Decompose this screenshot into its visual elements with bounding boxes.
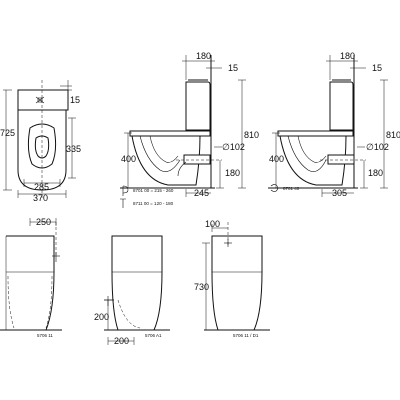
top-view-total-width-dim: 370	[33, 193, 48, 203]
side1-outlet-dia-dim: ∅102	[222, 142, 245, 152]
trap-path-inner	[149, 135, 179, 163]
trap-path-inner	[297, 135, 327, 163]
top-view-depth-dim: 725	[0, 128, 15, 138]
cistern-outline	[329, 81, 354, 131]
top-view-top-dim: 15	[70, 95, 80, 105]
side2-seat-height-dim: 400	[269, 154, 284, 164]
bv1-code: 5706 11	[37, 333, 53, 338]
side1-height-dim: 810	[244, 130, 259, 140]
side2-height-dim: 810	[386, 130, 400, 140]
side1-seat-height-dim: 400	[121, 154, 136, 164]
top-view-seat-dim: 335	[66, 144, 81, 154]
note-icon-1	[122, 185, 129, 196]
crosshair-icon	[224, 239, 232, 247]
top-view-inner-width-dim: 285	[34, 182, 49, 192]
bv3-height-dim: 730	[194, 282, 209, 292]
seat-outline	[129, 130, 211, 137]
outlet-pipe	[327, 154, 355, 165]
body-outline	[111, 235, 163, 331]
bv1-width-dim: 250	[36, 217, 51, 227]
seat-ring	[27, 123, 57, 169]
side1-note-1: 8701 00 = 215 - 260	[133, 188, 174, 193]
side2-tank-dim: 180	[340, 51, 355, 61]
bottom-view-3: 100 730 5706 11 / D1	[194, 219, 270, 338]
side1-note-2: 8711 00 = 120 - 180	[133, 201, 174, 206]
top-view: 15 725 335 285 370	[0, 80, 81, 203]
side2-gap-dim: 15	[372, 63, 382, 73]
side-view-2: 180 15 810 400 ∅102 180 305 8701 40	[268, 51, 400, 198]
side1-outlet-height-dim: 180	[225, 168, 240, 178]
seat-hole	[34, 135, 50, 159]
cistern-outline	[185, 81, 211, 131]
body-outline	[211, 235, 263, 331]
outlet-pipe	[183, 154, 211, 165]
side2-outlet-dia-dim: ∅102	[366, 142, 389, 152]
bv3-code: 5706 11 / D1	[233, 333, 259, 338]
side1-depth-dim: 245	[194, 188, 209, 198]
crosshair-icon	[104, 296, 114, 306]
note-icon-3	[270, 184, 279, 192]
bowl-outline	[279, 135, 347, 186]
side2-depth-dim: 305	[332, 188, 347, 198]
side2-outlet-height-dim: 180	[368, 168, 383, 178]
bv3-top-dim: 100	[205, 219, 220, 229]
bv2-code: 5706 A1	[145, 333, 162, 338]
bowl-outline	[131, 135, 201, 186]
side1-tank-dim: 180	[196, 51, 211, 61]
flush-button-icon	[35, 96, 45, 104]
bv2-width-dim: 200	[114, 336, 129, 346]
crosshair-icon	[52, 252, 60, 262]
trap-path	[287, 135, 327, 172]
trap-path	[139, 135, 181, 172]
bottom-view-2: 200 200 5706 A1	[94, 235, 170, 346]
side-view-1: 180 15 810 400 ∅102 180 245 8701 00 = 21…	[120, 51, 259, 208]
bv2-height-dim: 200	[94, 312, 109, 322]
seat-outline	[277, 130, 354, 137]
side2-note-1: 8701 40	[283, 186, 300, 191]
note-icon-2	[120, 198, 126, 208]
bottom-view-1: 250 5706 11	[0, 217, 62, 338]
tank-outline	[17, 89, 69, 111]
side1-gap-dim: 15	[228, 63, 238, 73]
